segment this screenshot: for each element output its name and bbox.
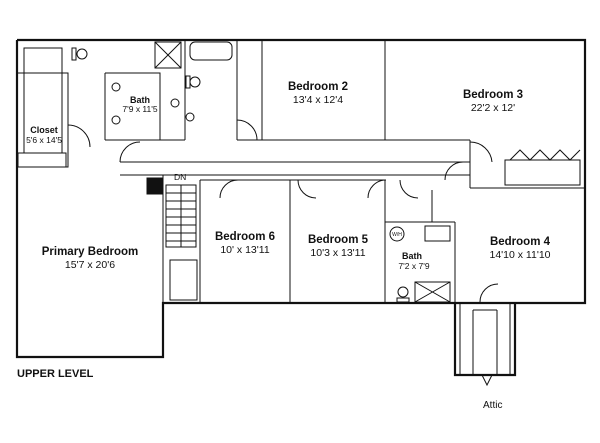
primary-bath-dims: 7'9 x 11'5	[122, 104, 157, 114]
bedroom3-name: Bedroom 3	[463, 89, 523, 101]
level-label: UPPER LEVEL	[17, 368, 94, 380]
bedroom2-dims: 13'4 x 12'4	[293, 94, 343, 106]
closet-name: Closet	[30, 125, 58, 135]
interior-walls	[17, 40, 585, 303]
closet-shelves	[17, 47, 581, 301]
bedroom4-dims: 14'10 x 11'10	[489, 249, 550, 261]
bedroom6-name: Bedroom 6	[215, 231, 275, 243]
bedroom3-dims: 22'2 x 12'	[471, 102, 515, 114]
primary-bath-name: Bath	[130, 95, 150, 105]
attic-area	[459, 303, 511, 387]
door-swings	[67, 119, 499, 303]
bedroom5-name: Bedroom 5	[308, 234, 369, 246]
hall-bath-name: Bath	[402, 251, 422, 261]
stair-dn-label: DN	[174, 172, 186, 182]
primary-bedroom-name: Primary Bedroom	[42, 246, 139, 258]
staircase	[146, 177, 197, 248]
bedroom4-name: Bedroom 4	[490, 236, 551, 248]
attic-label: Attic	[483, 400, 502, 411]
bedroom2-name: Bedroom 2	[288, 81, 348, 93]
bedroom5-dims: 10'3 x 13'11	[310, 247, 365, 259]
exterior-walls	[15, 38, 587, 377]
hall-bath-dims: 7'2 x 7'9	[398, 261, 429, 271]
water-heater: W/H	[389, 226, 405, 242]
bathroom-fixtures	[71, 41, 451, 303]
primary-bedroom-dims: 15'7 x 20'6	[65, 259, 115, 271]
closet-dims: 5'6 x 14'5	[26, 135, 62, 145]
water-heater-label: W/H	[392, 232, 402, 238]
room-labels: Primary Bedroom 15'7 x 20'6 Closet 5'6 x…	[17, 81, 551, 411]
bedroom6-dims: 10' x 13'11	[220, 244, 270, 256]
